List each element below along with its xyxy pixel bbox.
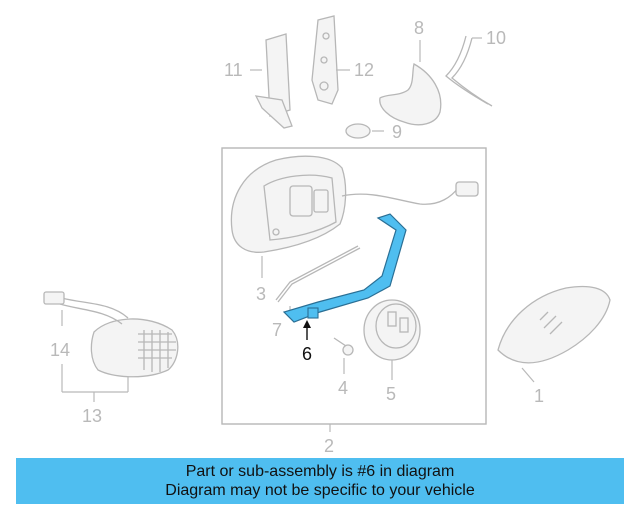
part-6-trim-strip <box>282 213 407 340</box>
part-14-connector <box>43 291 65 326</box>
label-14: 14 <box>50 340 70 360</box>
label-4: 4 <box>338 378 348 398</box>
part-5-motor <box>363 299 421 380</box>
banner-line-2: Diagram may not be specific to your vehi… <box>165 482 475 499</box>
label-12: 12 <box>354 60 374 80</box>
banner-line-1: Part or sub-assembly is #6 in diagram <box>185 463 455 480</box>
part-4-screw <box>333 337 354 374</box>
label-10: 10 <box>486 28 506 48</box>
label-13: 13 <box>82 406 102 426</box>
part-11-bracket <box>250 33 293 129</box>
label-6: 6 <box>302 344 312 364</box>
part-13-lamp <box>59 297 179 402</box>
label-7: 7 <box>272 320 282 340</box>
label-3: 3 <box>256 284 266 304</box>
part-3-mirror-housing <box>230 155 479 278</box>
label-2: 2 <box>324 436 334 456</box>
label-5: 5 <box>386 384 396 404</box>
part-10-seal <box>445 35 493 107</box>
part-9-clip <box>345 123 384 139</box>
part-12-mount <box>311 15 350 105</box>
part-8-base-cover <box>379 40 442 126</box>
label-8: 8 <box>414 18 424 38</box>
label-9: 9 <box>392 122 402 142</box>
label-11: 11 <box>224 60 243 80</box>
part-1-mirror-glass <box>497 285 611 383</box>
label-1: 1 <box>534 386 544 406</box>
info-banner: Part or sub-assembly is #6 in diagram Di… <box>16 458 624 504</box>
assembly-box <box>221 147 487 425</box>
